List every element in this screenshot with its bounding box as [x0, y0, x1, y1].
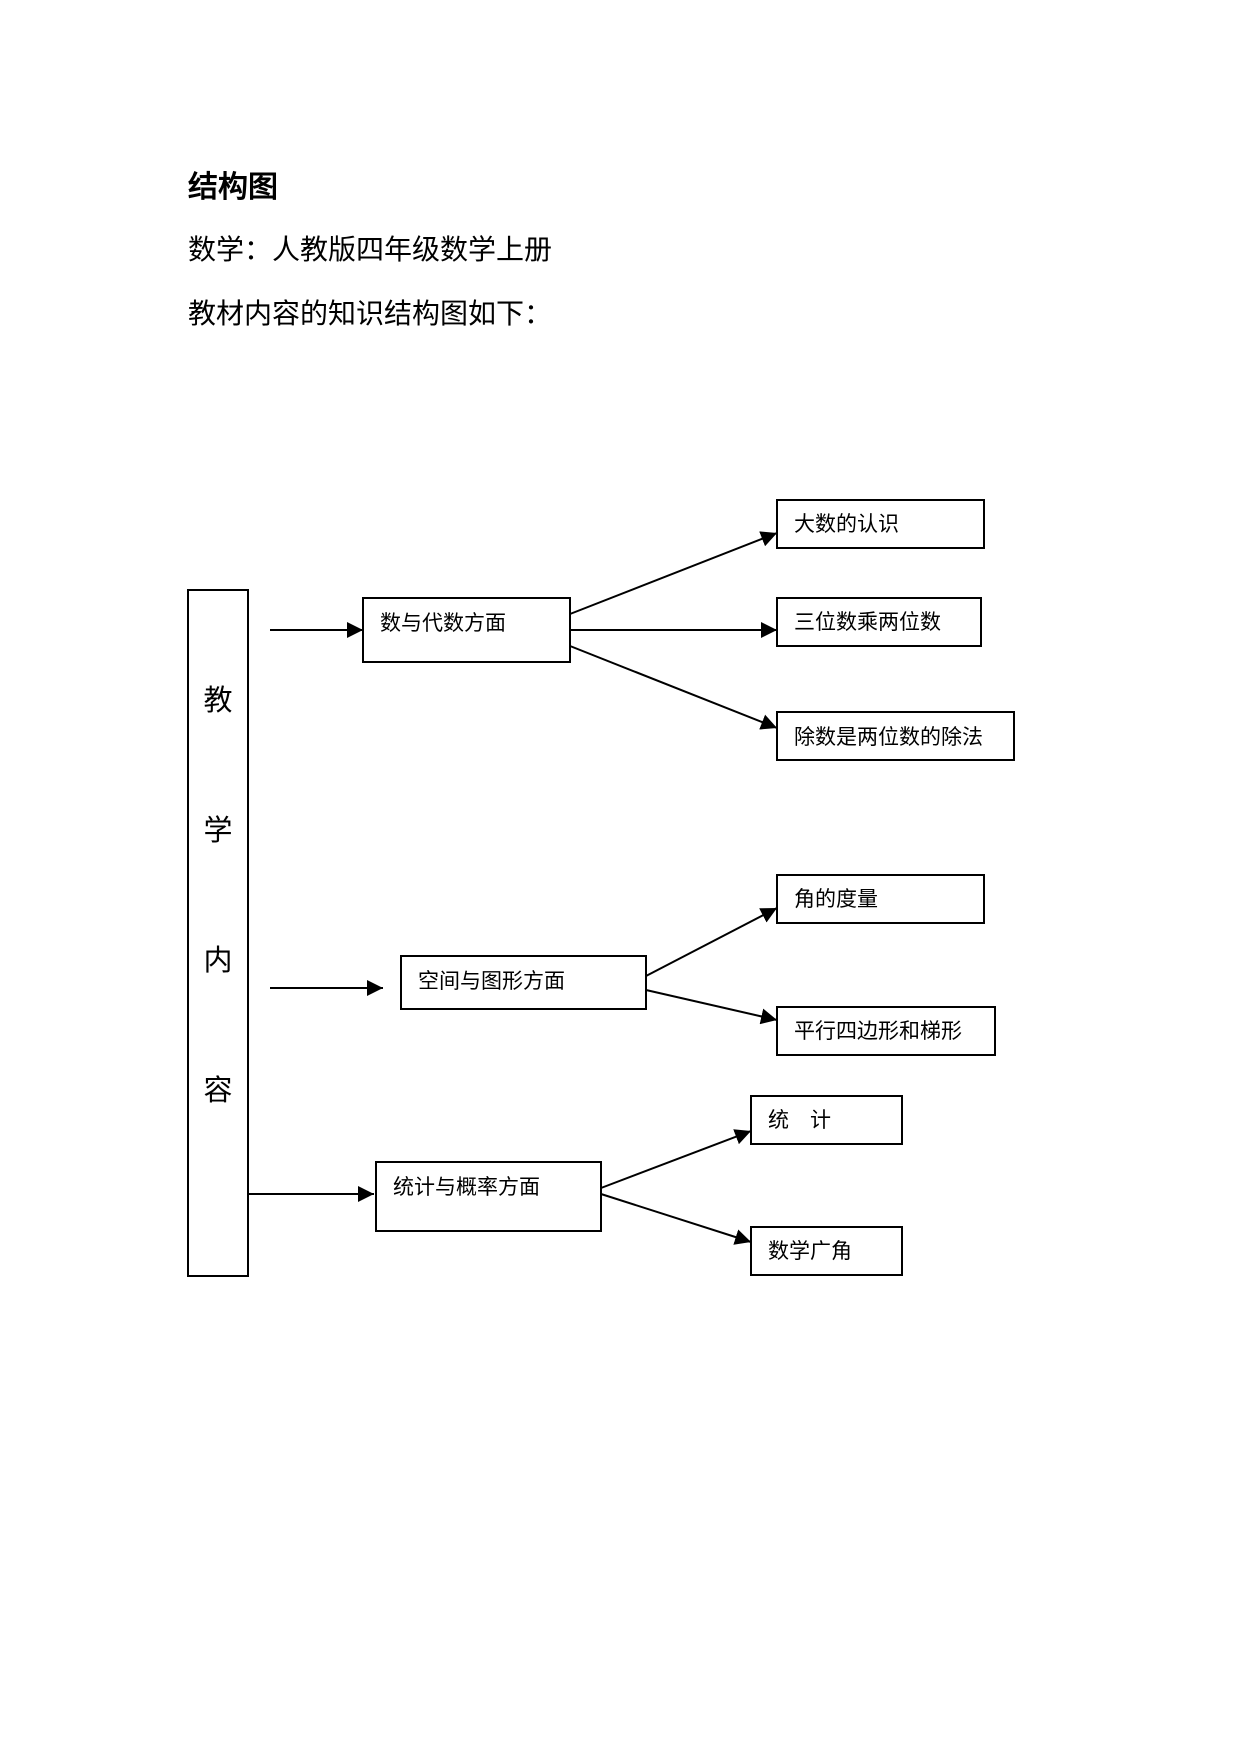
- leaf-angle-measure: 角的度量: [776, 874, 985, 924]
- leaf-big-numbers: 大数的认识: [776, 499, 985, 549]
- leaf-parallelogram-trapezoid: 平行四边形和梯形: [776, 1006, 996, 1056]
- branch-number-algebra: 数与代数方面: [362, 597, 571, 663]
- page-heading: 结构图: [188, 170, 278, 205]
- connector-arrow: [569, 531, 778, 615]
- leaf-label: 大数的认识: [794, 512, 899, 536]
- subject-line: 数学：人教版四年级数学上册: [188, 233, 553, 266]
- intro-line: 教材内容的知识结构图如下：: [188, 297, 553, 330]
- connector-arrow: [600, 1129, 752, 1189]
- leaf-label: 角的度量: [794, 887, 878, 911]
- root-box: 教 学 内 容: [187, 589, 249, 1277]
- leaf-statistics: 统 计: [750, 1095, 903, 1145]
- root-char: 学: [203, 813, 232, 847]
- leaf-label: 除数是两位数的除法: [794, 725, 983, 749]
- leaf-3digit-times-2digit: 三位数乘两位数: [776, 597, 982, 647]
- leaf-math-wide-angle: 数学广角: [750, 1226, 903, 1276]
- branch-label: 数与代数方面: [380, 611, 506, 635]
- connector-arrow: [645, 989, 778, 1025]
- root-char: 容: [203, 1073, 232, 1107]
- branch-label: 空间与图形方面: [418, 969, 565, 993]
- leaf-2digit-division: 除数是两位数的除法: [776, 711, 1015, 761]
- leaf-label: 平行四边形和梯形: [794, 1019, 962, 1043]
- connector-arrow: [645, 907, 778, 977]
- root-char: 教: [203, 683, 232, 717]
- branch-label: 统计与概率方面: [393, 1175, 540, 1199]
- leaf-label: 数学广角: [768, 1239, 852, 1263]
- connector-arrow: [569, 645, 778, 730]
- branch-space-shapes: 空间与图形方面: [400, 955, 647, 1010]
- root-char: 内: [203, 943, 232, 977]
- branch-statistics-probability: 统计与概率方面: [375, 1161, 602, 1232]
- connector-arrow: [600, 1193, 752, 1245]
- leaf-label: 三位数乘两位数: [794, 610, 941, 634]
- leaf-label: 统 计: [768, 1108, 831, 1132]
